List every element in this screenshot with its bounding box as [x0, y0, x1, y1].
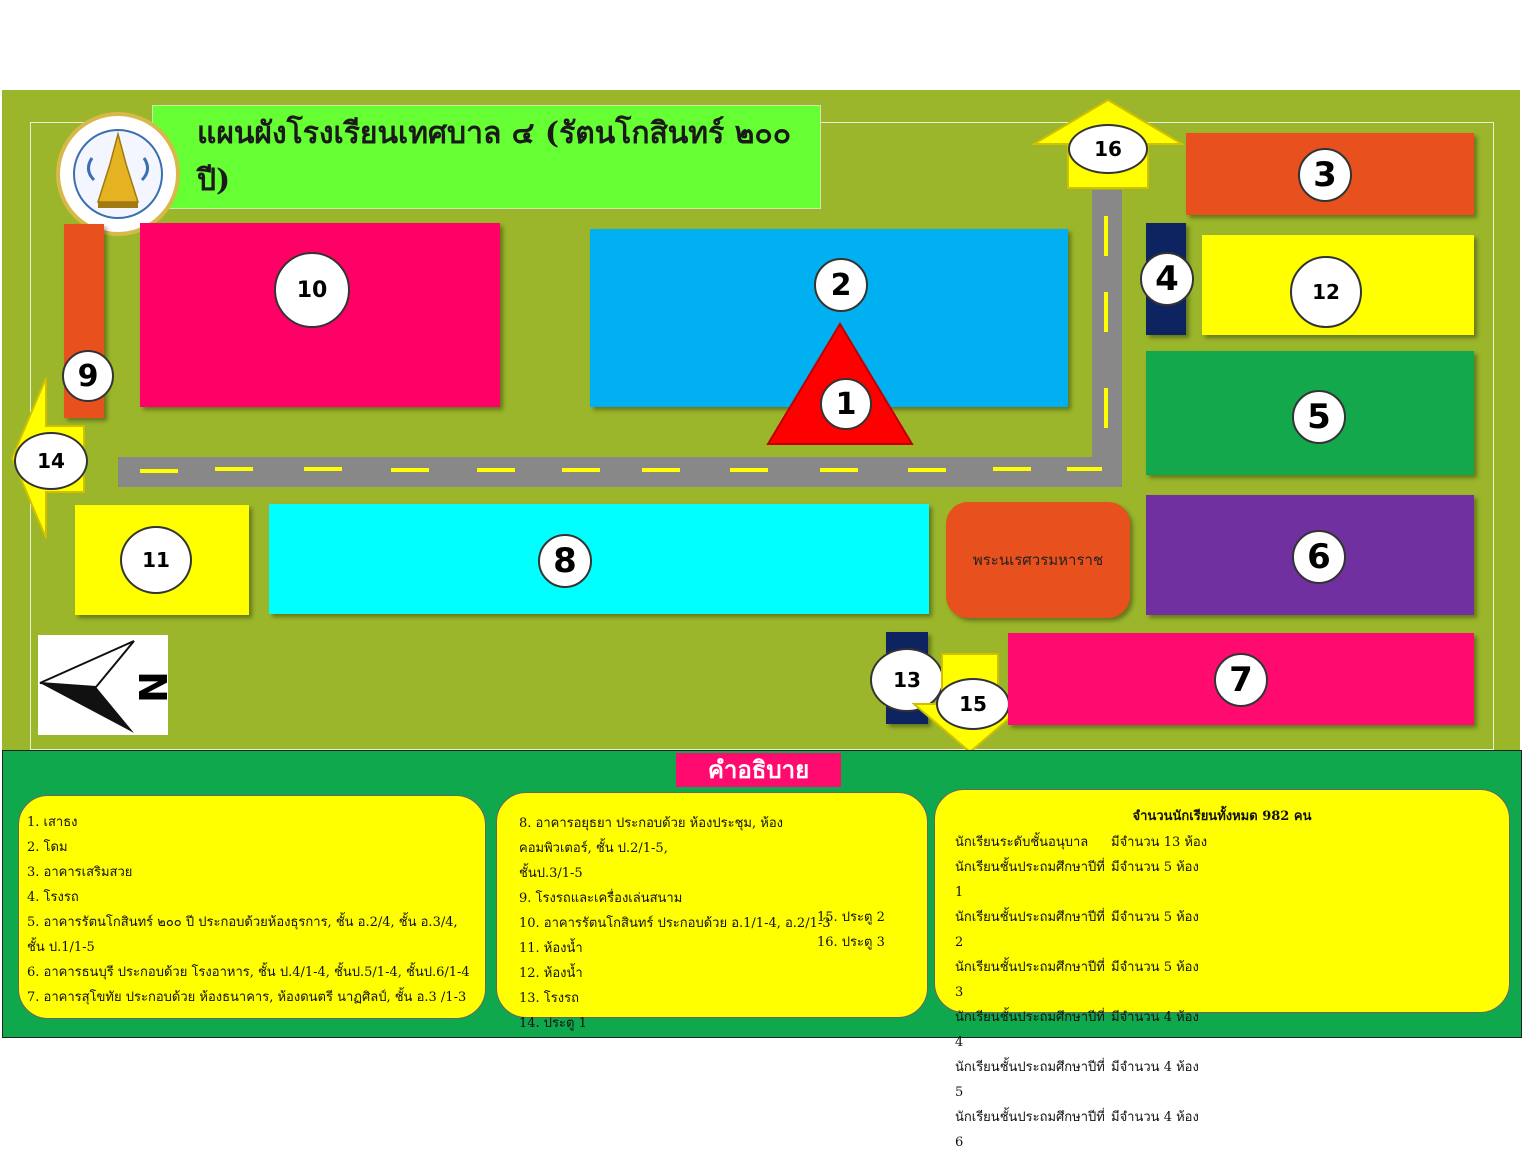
list-item: 3. อาคารเสริมสวย	[27, 865, 133, 880]
marker-4: 4	[1140, 252, 1194, 306]
north-arrow-icon	[39, 640, 135, 733]
table-row: นักเรียนชั้นประถมศึกษาปีที่ 1 มีจำนวน 5 …	[955, 855, 1207, 905]
road-markings	[140, 216, 1108, 473]
list-item: ชั้น ป.1/1-5	[27, 940, 95, 955]
legend-box-1: 1. เสาธง 2. โดม 3. อาคารเสริมสวย 4. โรงร…	[18, 795, 486, 1019]
level-cell: นักเรียนชั้นประถมศึกษาปีที่ 5	[955, 1060, 1105, 1100]
list-item: 8. อาคารอยุธยา ประกอบด้วย ห้องประชุม, ห้…	[519, 816, 783, 856]
marker-11: 11	[120, 526, 192, 594]
marker-7: 7	[1214, 653, 1268, 707]
list-item: 11. ห้องน้ำ	[519, 941, 583, 956]
table-row: นักเรียนชั้นประถมศึกษาปีที่ 3 มีจำนวน 5 …	[955, 955, 1207, 1005]
marker-5: 5	[1292, 390, 1346, 444]
count-cell: มีจำนวน 13 ห้อง	[1111, 835, 1208, 850]
marker-3: 3	[1298, 148, 1352, 202]
count-cell: มีจำนวน 4 ห้อง	[1111, 1060, 1199, 1075]
compass-north-label: N	[129, 671, 174, 703]
list-item: 15. ประตู 2	[817, 910, 885, 925]
legend-title: คำอธิบาย	[676, 753, 841, 787]
table-row: นักเรียนระดับชั้นอนุบาล มีจำนวน 13 ห้อง	[955, 830, 1207, 855]
list-item: 5. อาคารรัตนโกสินทร์ ๒๐๐ ปี ประกอบด้วยห้…	[27, 915, 458, 930]
count-cell: มีจำนวน 5 ห้อง	[1111, 860, 1199, 875]
table-row: นักเรียนชั้นประถมศึกษาปีที่ 6 มีจำนวน 4 …	[955, 1105, 1207, 1155]
count-cell: มีจำนวน 5 ห้อง	[1111, 910, 1199, 925]
marker-2: 2	[814, 258, 868, 312]
level-cell: นักเรียนชั้นประถมศึกษาปีที่ 2	[955, 910, 1105, 950]
marker-8: 8	[538, 534, 592, 588]
main-road	[118, 457, 1120, 487]
marker-14: 14	[14, 432, 88, 490]
student-total: จำนวนนักเรียนทั้งหมด 982 คน	[1132, 809, 1312, 824]
monument-naresuan: พระนเรศวรมหาราช	[946, 502, 1130, 618]
list-item: 12. ห้องน้ำ	[519, 966, 583, 981]
list-item: ชั้นป.3/1-5	[519, 866, 583, 881]
legend-list-1: 1. เสาธง 2. โดม 3. อาคารเสริมสวย 4. โรงร…	[27, 810, 477, 1010]
list-item: 13. โรงรถ	[519, 991, 579, 1006]
legend-list-2b: 15. ประตู 2 16. ประตู 3	[817, 905, 917, 955]
compass-box: N	[38, 635, 174, 735]
marker-12: 12	[1290, 256, 1362, 328]
level-cell: นักเรียนชั้นประถมศึกษาปีที่ 6	[955, 1110, 1105, 1150]
list-item: 1. เสาธง	[27, 815, 78, 830]
list-item: 6. อาคารธนบุรี ประกอบด้วย โรงอาหาร, ชั้น…	[27, 965, 470, 980]
list-item: 14. ประตู 1	[519, 1016, 587, 1031]
level-cell: นักเรียนชั้นประถมศึกษาปีที่ 3	[955, 960, 1105, 1000]
level-cell: นักเรียนชั้นประถมศึกษาปีที่ 1	[955, 860, 1105, 900]
count-cell: มีจำนวน 4 ห้อง	[1111, 1110, 1199, 1125]
marker-9: 9	[62, 350, 114, 402]
marker-6: 6	[1292, 530, 1346, 584]
list-item: 7. อาคารสุโขทัย ประกอบด้วย ห้องธนาคาร, ห…	[27, 990, 467, 1005]
road-network	[118, 190, 1122, 487]
marker-13: 13	[870, 648, 944, 712]
list-item: 4. โรงรถ	[27, 890, 79, 905]
marker-15: 15	[936, 678, 1010, 730]
table-row: นักเรียนชั้นประถมศึกษาปีที่ 2 มีจำนวน 5 …	[955, 905, 1207, 955]
list-item: 9. โรงรถและเครื่องเล่นสนาม	[519, 891, 683, 906]
list-item: 16. ประตู 3	[817, 935, 885, 950]
legend-box-3: จำนวนนักเรียนทั้งหมด 982 คน นักเรียนระดั…	[934, 789, 1510, 1150]
legend-box-2: 8. อาคารอยุธยา ประกอบด้วย ห้องประชุม, ห้…	[496, 792, 928, 1031]
marker-10: 10	[274, 252, 350, 328]
marker-1: 1	[820, 378, 872, 430]
monument-label: พระนเรศวรมหาราช	[972, 551, 1104, 569]
table-row: นักเรียนชั้นประถมศึกษาปีที่ 5 มีจำนวน 4 …	[955, 1055, 1207, 1105]
building-8	[269, 504, 929, 614]
level-cell: นักเรียนระดับชั้นอนุบาล	[955, 835, 1089, 850]
table-row: นักเรียนชั้นประถมศึกษาปีที่ 4 มีจำนวน 4 …	[955, 1005, 1207, 1055]
legend-list-2: 8. อาคารอยุธยา ประกอบด้วย ห้องประชุม, ห้…	[519, 811, 839, 1036]
title-banner: แผนผังโรงเรียนเทศบาล ๔ (รัตนโกสินทร์ ๒๐๐…	[152, 105, 821, 209]
count-cell: มีจำนวน 4 ห้อง	[1111, 1010, 1199, 1025]
map-title: แผนผังโรงเรียนเทศบาล ๔ (รัตนโกสินทร์ ๒๐๐…	[197, 116, 792, 198]
level-cell: นักเรียนชั้นประถมศึกษาปีที่ 4	[955, 1010, 1105, 1050]
count-cell: มีจำนวน 5 ห้อง	[1111, 960, 1199, 975]
school-logo	[56, 112, 180, 236]
list-item: 10. อาคารรัตนโกสินทร์ ประกอบด้วย อ.1/1-4…	[519, 916, 831, 931]
marker-16: 16	[1068, 124, 1148, 174]
student-table: นักเรียนระดับชั้นอนุบาล มีจำนวน 13 ห้อง …	[955, 830, 1207, 1155]
list-item: 2. โดม	[27, 840, 68, 855]
